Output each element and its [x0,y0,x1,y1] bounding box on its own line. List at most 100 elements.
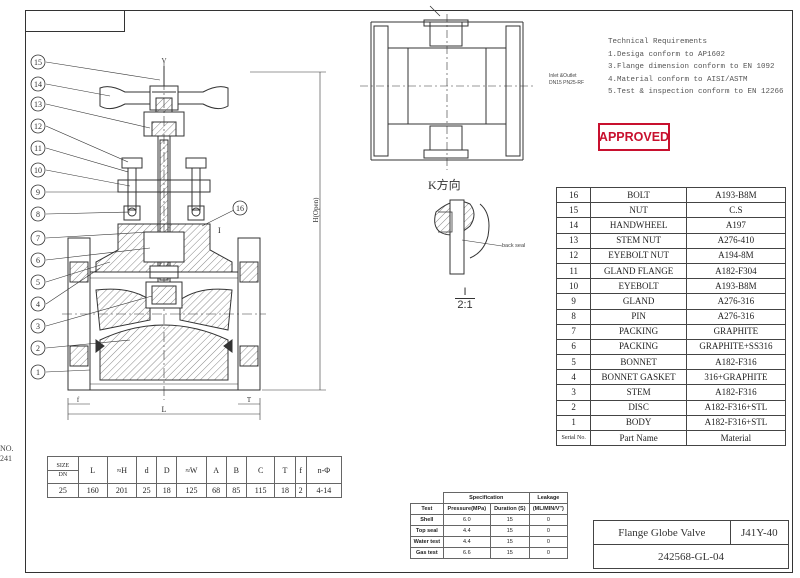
back-seal-label: back seal [502,243,526,249]
parts-cell-name: BONNET [590,354,687,371]
detail-callout-mark: I [218,226,221,235]
parts-cell-name: DISC [590,399,687,416]
dims-header: C [245,456,276,484]
parts-header-material: Material [685,429,787,447]
callout-2: 2 [30,340,46,356]
svg-text:12: 12 [34,122,42,131]
handwheel [99,66,229,113]
parts-cell-no: 15 [555,202,592,219]
detail-scale-value: 2:1 [455,298,475,311]
dims-header: d [135,456,158,484]
parts-cell-name: GLAND [590,293,687,310]
spec-header-row: Test Pressure(MPa) Duration (S) (ML/MIN/… [410,503,569,515]
svg-text:9: 9 [36,188,40,197]
dims-value: 18 [156,483,178,498]
callout-4: 4 [30,296,46,312]
parts-cell-no: 10 [555,278,592,295]
spec-cell-test: Gas test [410,547,444,559]
parts-cell-material: C.S [685,202,787,219]
parts-cell-material: A194-8M [685,247,787,264]
parts-cell-no: 6 [555,338,592,356]
drawing-number: 242568-GL-04 [593,544,789,569]
parts-cell-material: A193-B8M [685,278,787,295]
spec-cell-leakage: 0 [528,514,569,526]
dim-label-L: L [162,405,167,414]
dims-value: 68 [205,483,227,498]
dims-value: 2 [294,483,307,498]
callout-9: 9 [30,184,46,200]
parts-cell-material: A193-B8M [685,186,787,204]
parts-cell-no: 3 [555,384,592,401]
parts-cell-material: A276-316 [685,308,787,325]
spec-cell-duration: 15 [489,514,530,526]
parts-cell-no: 11 [555,262,592,280]
bonnet [95,223,233,279]
parts-cell-material: A182-F316 [685,354,787,371]
svg-text:7: 7 [36,234,40,243]
parts-cell-material: A182-F304 [685,262,787,280]
spec-cell-duration: 15 [489,525,530,537]
callout-12: 12 [30,118,46,134]
spec-cell-test: Water test [410,536,444,548]
spec-cell-test: Top seal [410,525,444,537]
callout-3: 3 [30,318,46,334]
spec-cell-leakage: 0 [528,536,569,548]
parts-cell-material: GRAPHITE+SS316 [685,338,787,356]
tech-item: 3.Flange dimension conform to EN 1092 [608,63,775,71]
callout-15: 15 [30,54,46,70]
edge-text: NO. 241 [0,444,14,463]
dims-value: 201 [106,483,137,498]
parts-cell-no: 9 [555,293,592,310]
parts-cell-no: 5 [555,354,592,371]
svg-text:3: 3 [36,322,40,331]
spec-cell-pressure: 4.4 [442,525,491,537]
callout-1: 1 [30,364,46,380]
dims-value: 115 [245,483,276,498]
callout-14: 14 [30,76,46,92]
parts-cell-name: GLAND FLANGE [590,262,687,280]
dims-header: n-Φ [305,456,343,484]
svg-text:13: 13 [34,100,42,109]
parts-cell-material: A182-F316 [685,384,787,401]
dimension-lines [67,71,326,420]
svg-text:14: 14 [34,80,42,89]
parts-cell-name: HANDWHEEL [590,217,687,234]
dim-label-f: f [77,396,80,404]
callout-10: 10 [30,162,46,178]
parts-cell-name: STEM [590,384,687,401]
spec-header: Duration (S) [489,503,530,515]
callout-leaders [45,61,235,373]
svg-text:11: 11 [34,144,42,153]
svg-text:2: 2 [36,344,40,353]
technical-requirements: Technical Requirements 1.Desiga conform … [608,36,784,99]
dims-header: L [77,456,108,484]
k-view-label: K方向 [428,178,461,192]
dims-value: 4-14 [305,483,343,498]
spec-cell-leakage: 0 [528,547,569,559]
svg-text:5: 5 [36,278,40,287]
parts-cell-name: PACKING [590,338,687,356]
dims-header: D [156,456,178,484]
height-label: H(Open) [312,197,320,223]
spec-header: Test [410,503,444,515]
parts-cell-material: A182-F316+STL [685,399,787,416]
spec-cell-pressure: 6.6 [442,547,491,559]
dims-value: 85 [225,483,247,498]
parts-cell-name: BONNET GASKET [590,369,687,386]
parts-cell-material: A276-410 [685,232,787,249]
callout-16: 16 [232,200,248,216]
dims-value: 160 [77,483,108,498]
valve-body [62,237,266,391]
dim-label-T: T [247,396,252,404]
spec-cell-duration: 15 [489,547,530,559]
